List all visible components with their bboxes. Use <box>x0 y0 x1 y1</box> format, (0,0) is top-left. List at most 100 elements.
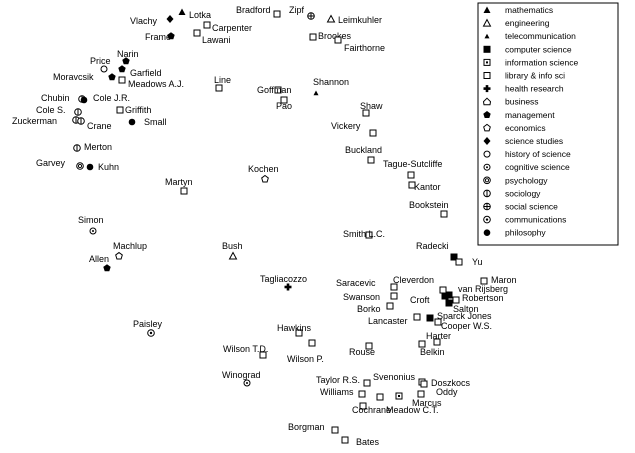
author-point-meadows-a-j: Meadows A.J. <box>118 76 184 89</box>
author-label: Lancaster <box>368 316 408 326</box>
author-label: Chubin <box>41 93 70 103</box>
legend-label: health research <box>505 84 564 94</box>
author-point-cooper-w-s: Cooper W.S. <box>434 318 492 331</box>
author-point-van-rijsberg: van Rijsberg <box>445 284 508 299</box>
author-label: Crane <box>87 121 112 131</box>
management-marker-icon <box>122 57 130 65</box>
legend: mathematicsengineeringtelecommunicationc… <box>477 2 619 246</box>
sociology-marker-icon <box>77 117 85 125</box>
telecommunication-marker-icon <box>484 33 490 39</box>
management-marker-icon <box>108 73 116 81</box>
social-science-marker-icon <box>483 202 491 211</box>
author-point-merton: Merton <box>73 142 112 152</box>
library-info-sci-marker-icon <box>273 10 281 18</box>
author-point-price: Price <box>90 56 111 73</box>
management-marker-icon <box>103 264 111 272</box>
legend-item-library-info-sci: library & info sci <box>483 71 565 81</box>
author-point-robertson: Robertson <box>452 293 504 304</box>
mathematics-marker-icon <box>178 8 186 15</box>
author-point-hawkins: Hawkins <box>277 323 312 337</box>
telecommunication-marker-icon <box>313 90 319 96</box>
library-info-sci-marker-icon <box>386 302 394 310</box>
author-label: Lawani <box>202 35 231 45</box>
mathematics-marker-icon <box>483 6 491 13</box>
information-science-marker-icon <box>483 58 491 66</box>
legend-item-business: business <box>482 97 539 107</box>
library-info-sci-marker-icon <box>359 402 367 410</box>
author-label: Sparck Jones <box>437 311 492 321</box>
author-point-garvey: Garvey <box>36 158 84 170</box>
author-label: Kantor <box>414 182 441 192</box>
author-point-cole-s: Cole S. <box>36 105 82 116</box>
author-point-vlachy: Vlachy <box>130 15 174 26</box>
author-point-borko: Borko <box>357 302 394 314</box>
author-point-garfield: Garfield <box>118 65 162 78</box>
author-point-wilson-t-d: Wilson T.D. <box>223 344 268 359</box>
author-label: Vlachy <box>130 16 158 26</box>
author-label: Tagliacozzo <box>260 274 307 284</box>
author-label: Cooper W.S. <box>441 321 492 331</box>
author-point-cleverdon: Cleverdon <box>393 275 447 294</box>
author-label: Paisley <box>133 319 163 329</box>
legend-item-computer-science: computer science <box>483 44 572 54</box>
author-label: Small <box>144 117 167 127</box>
information-science-marker-icon <box>395 392 403 400</box>
health-research-marker-icon <box>284 283 292 291</box>
author-point-williams: Williams <box>320 387 366 398</box>
author-point-line: Line <box>214 75 231 92</box>
legend-label: mathematics <box>505 5 553 15</box>
author-label: Radecki <box>416 241 449 251</box>
legend-label: business <box>505 97 539 107</box>
library-info-sci-marker-icon <box>420 380 428 388</box>
cognitive-science-marker-icon <box>483 163 491 171</box>
author-label: Robertson <box>462 293 504 303</box>
author-point-bradford: Bradford <box>236 5 281 18</box>
author-point-wilson-p: Wilson P. <box>287 339 324 364</box>
author-label: Garfield <box>130 68 162 78</box>
author-label: van Rijsberg <box>458 284 508 294</box>
author-label: Machlup <box>113 241 147 251</box>
library-info-sci-marker-icon <box>480 277 488 285</box>
library-info-sci-marker-icon <box>309 33 317 41</box>
author-label: Harter <box>426 331 451 341</box>
author-label: Simon <box>78 215 104 225</box>
legend-label: engineering <box>505 18 550 28</box>
author-label: Meadow C.T. <box>386 405 439 415</box>
author-point-lawani: Lawani <box>193 29 231 45</box>
author-point-salton: Salton <box>445 299 479 314</box>
author-point-maron: Maron <box>480 275 517 285</box>
library-info-sci-marker-icon <box>367 156 375 164</box>
author-label: Taylor R.S. <box>316 375 360 385</box>
computer-science-marker-icon <box>445 291 453 299</box>
author-point-cole-j-r: Cole J.R. <box>80 93 130 104</box>
history-of-science-marker-icon <box>100 65 108 73</box>
computer-science-marker-icon <box>445 299 453 307</box>
library-info-sci-marker-icon <box>439 286 447 294</box>
legend-item-science-studies: science studies <box>483 136 563 146</box>
author-label: Griffith <box>125 105 151 115</box>
author-point-zipf: Zipf <box>289 5 315 20</box>
author-label: Hawkins <box>277 323 312 333</box>
legend-item-management: management <box>483 110 555 120</box>
author-label: Allen <box>89 254 109 264</box>
legend-frame <box>477 2 619 246</box>
library-info-sci-marker-icon <box>259 351 267 359</box>
author-label: Bookstein <box>409 200 449 210</box>
author-point-small: Small <box>128 117 167 127</box>
legend-label: history of science <box>505 149 571 159</box>
author-label: Moravcsik <box>53 72 94 82</box>
author-label: Salton <box>453 304 479 314</box>
author-point-belkin: Belkin <box>418 340 445 357</box>
author-label: Saracevic <box>336 278 376 288</box>
author-label: Buckland <box>345 145 382 155</box>
economics-marker-icon <box>115 251 123 260</box>
library-info-sci-marker-icon <box>408 181 416 189</box>
library-info-sci-marker-icon <box>118 76 126 84</box>
engineering-marker-icon <box>482 18 492 27</box>
author-label: Vickery <box>331 121 361 131</box>
author-label: Williams <box>320 387 354 397</box>
author-point-marcus: Marcus <box>395 392 442 408</box>
economics-marker-icon <box>483 123 491 132</box>
author-label: Wilson T.D. <box>223 344 268 354</box>
author-point-harter: Harter <box>426 331 451 346</box>
